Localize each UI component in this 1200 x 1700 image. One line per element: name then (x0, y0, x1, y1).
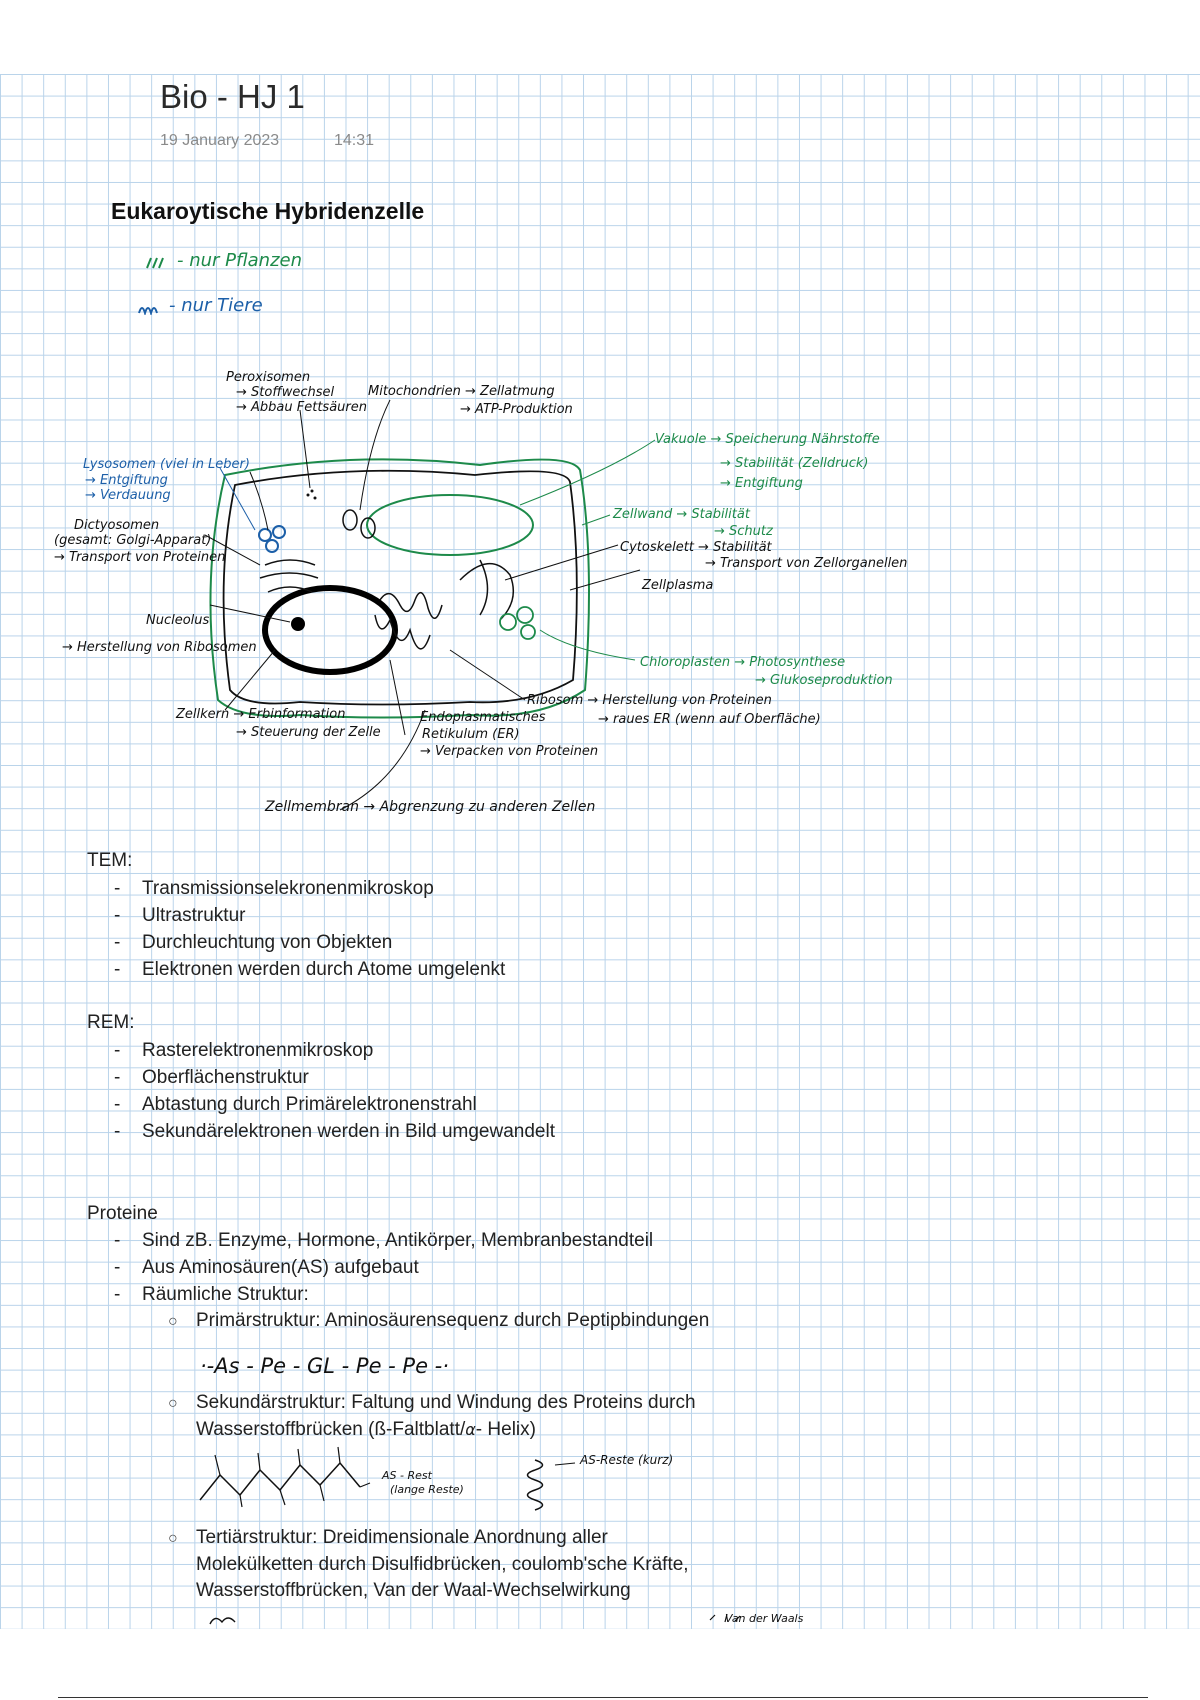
label-lysosomen: Lysosomen (viel in Leber) (83, 457, 250, 472)
lysosome-1 (258, 528, 272, 542)
er-folds (374, 614, 431, 650)
lysosome-2 (272, 525, 286, 539)
endoplasmic-reticulum (379, 591, 443, 619)
vacuole-shape (366, 494, 534, 556)
cell-wall-outline (209, 458, 590, 719)
legend-plants-label: - nur Pflanzen (177, 250, 303, 271)
page-bottom-rule (58, 1697, 1148, 1698)
list-item: -Sekundärelektronen werden in Bild umgew… (114, 1121, 555, 1142)
grid-paper-background (0, 74, 1200, 1629)
label-peroxisomen-f2: → Abbau Fettsäuren (236, 400, 367, 415)
chloroplast-3 (520, 624, 536, 640)
label-zellkern: Zellkern → Erbinformation (176, 707, 346, 722)
section-heading: Eukaroytische Hybridenzelle (111, 198, 425, 224)
list-item: -Durchleuchtung von Objekten (114, 932, 393, 953)
label-dictyosomen-f2: → Transport von Proteinen (54, 550, 226, 565)
cytoskeleton-shape (459, 559, 515, 621)
label-er: Endoplasmatisches (420, 710, 546, 725)
rem-list: -Rasterelektronenmikroskop -Oberflächens… (114, 1037, 555, 1145)
legend-plants: - nur Pflanzen (145, 250, 302, 271)
label-lysosomen-f1: → Entgiftung (85, 473, 168, 488)
label-er-f2: → Verpacken von Proteinen (420, 744, 599, 759)
label-dictyosomen-f1: (gesamt: Golgi-Apparat) (54, 533, 212, 548)
label-vakuole: Vakuole → Speicherung Nährstoffe (655, 432, 880, 447)
tem-label: TEM: (87, 850, 133, 871)
label-vakuole-f1: → Stabilität (Zelldruck) (720, 456, 869, 471)
label-chloroplasten: Chloroplasten → Photosynthese (640, 655, 846, 670)
list-item: -Transmissionselekronenmikroskop (114, 878, 434, 899)
label-lysosomen-f2: → Verdauung (85, 488, 171, 503)
list-item: -Elektronen werden durch Atome umgelenkt (114, 959, 506, 980)
green-swatch-icon (145, 254, 171, 269)
blue-swatch-icon (137, 299, 163, 317)
tertiaer-note: Van der Waals (725, 1612, 804, 1625)
leader-lines (204, 399, 641, 811)
label-cytoskelett-f: → Transport von Zellorganellen (705, 556, 908, 571)
list-item: -Räumliche Struktur: (114, 1284, 309, 1305)
secondary-structure-sketch (199, 1446, 576, 1511)
mitochondrion-1 (342, 509, 358, 531)
label-peroxisomen: Peroxisomen (226, 370, 311, 385)
circle-bullet-icon: ○ (168, 1530, 178, 1547)
circle-bullet-icon: ○ (168, 1395, 178, 1412)
tertiary-structure-sketch (209, 1613, 741, 1625)
cell-drawing (204, 399, 656, 811)
label-zellwand: Zellwand → Stabilität (613, 507, 750, 522)
label-nucleolus: Nucleolus (146, 613, 210, 628)
primaer-sketch: ·-As - Pe - GL - Pe - Pe -· (200, 1354, 449, 1378)
label-ribosom: Ribosom → Herstellung von Proteinen (527, 693, 772, 708)
label-dictyosomen: Dictyosomen (74, 518, 160, 533)
list-item: -Rasterelektronenmikroskop (114, 1040, 374, 1061)
label-mitochondrien-f: → ATP-Produktion (460, 402, 573, 417)
proteine-label: Proteine (87, 1203, 158, 1224)
page-title: Bio - HJ 1 (160, 78, 305, 115)
list-item: -Sind zB. Enzyme, Hormone, Antikörper, M… (114, 1230, 654, 1251)
legend-animals: - nur Tiere (137, 295, 263, 317)
primaerstruktur-item: ○Primärstruktur: Aminosäurensequenz durc… (168, 1308, 709, 1336)
chloroplast-1 (499, 613, 517, 631)
circle-bullet-icon: ○ (168, 1313, 178, 1330)
alpha-symbol: α (465, 1419, 476, 1439)
sekundaerstruktur-item: ○Sekundärstruktur: Faltung und Windung d… (168, 1392, 696, 1440)
sekundaer-note-1: AS - Rest (382, 1469, 432, 1482)
label-peroxisomen-f1: → Stoffwechsel (236, 385, 335, 400)
list-item: -Ultrastruktur (114, 905, 246, 926)
mitochondrion-2 (360, 517, 376, 539)
blue-leader-lines (219, 467, 256, 531)
golgi-apparatus (259, 559, 319, 593)
label-mitochondrien: Mitochondrien → Zellatmung (368, 384, 555, 399)
cell-diagram: Peroxisomen → Stoffwechsel → Abbau Fetts… (50, 360, 930, 835)
sekundaer-note-2: (lange Reste) (390, 1483, 464, 1496)
proteine-list: -Sind zB. Enzyme, Hormone, Antikörper, M… (114, 1227, 653, 1308)
label-zellwand-f: → Schutz (714, 524, 773, 539)
list-item: -Oberflächenstruktur (114, 1067, 309, 1088)
green-leader-lines (519, 439, 656, 661)
rem-label: REM: (87, 1012, 135, 1033)
label-zellmembran: Zellmembran → Abgrenzung zu anderen Zell… (265, 799, 596, 815)
label-ribosom-f: → raues ER (wenn auf Oberfläche) (598, 712, 821, 727)
legend-animals-label: - nur Tiere (169, 295, 263, 316)
label-vakuole-f2: → Entgiftung (720, 476, 803, 491)
label-chloroplasten-f: → Glukoseproduktion (755, 673, 893, 688)
page-time: 14:31 (334, 132, 375, 149)
cell-membrane-outline (222, 469, 578, 706)
list-item: -Aus Aminosäuren(AS) aufgebaut (114, 1257, 419, 1278)
nucleus-shape (262, 585, 398, 675)
sekundaer-note-3: AS-Reste (kurz) (580, 1453, 674, 1467)
nucleolus-dot (291, 617, 305, 631)
list-item: -Abtastung durch Primärelektronenstrahl (114, 1094, 477, 1115)
tertiaerstruktur-item: ○Tertiärstruktur: Dreidimensionale Anord… (168, 1527, 689, 1601)
label-cytoskelett: Cytoskelett → Stabilität (620, 540, 772, 555)
chloroplast-2 (516, 606, 534, 624)
label-nucleolus-f: → Herstellung von Ribosomen (62, 640, 257, 655)
label-er-f1: Retikulum (ER) (422, 727, 520, 742)
label-zellplasma: Zellplasma (642, 578, 714, 593)
page-date: 19 January 2023 (160, 132, 280, 149)
label-zellkern-f: → Steuerung der Zelle (236, 725, 381, 740)
tem-list: -Transmissionselekronenmikroskop -Ultras… (114, 875, 505, 983)
lysosome-3 (265, 539, 279, 553)
